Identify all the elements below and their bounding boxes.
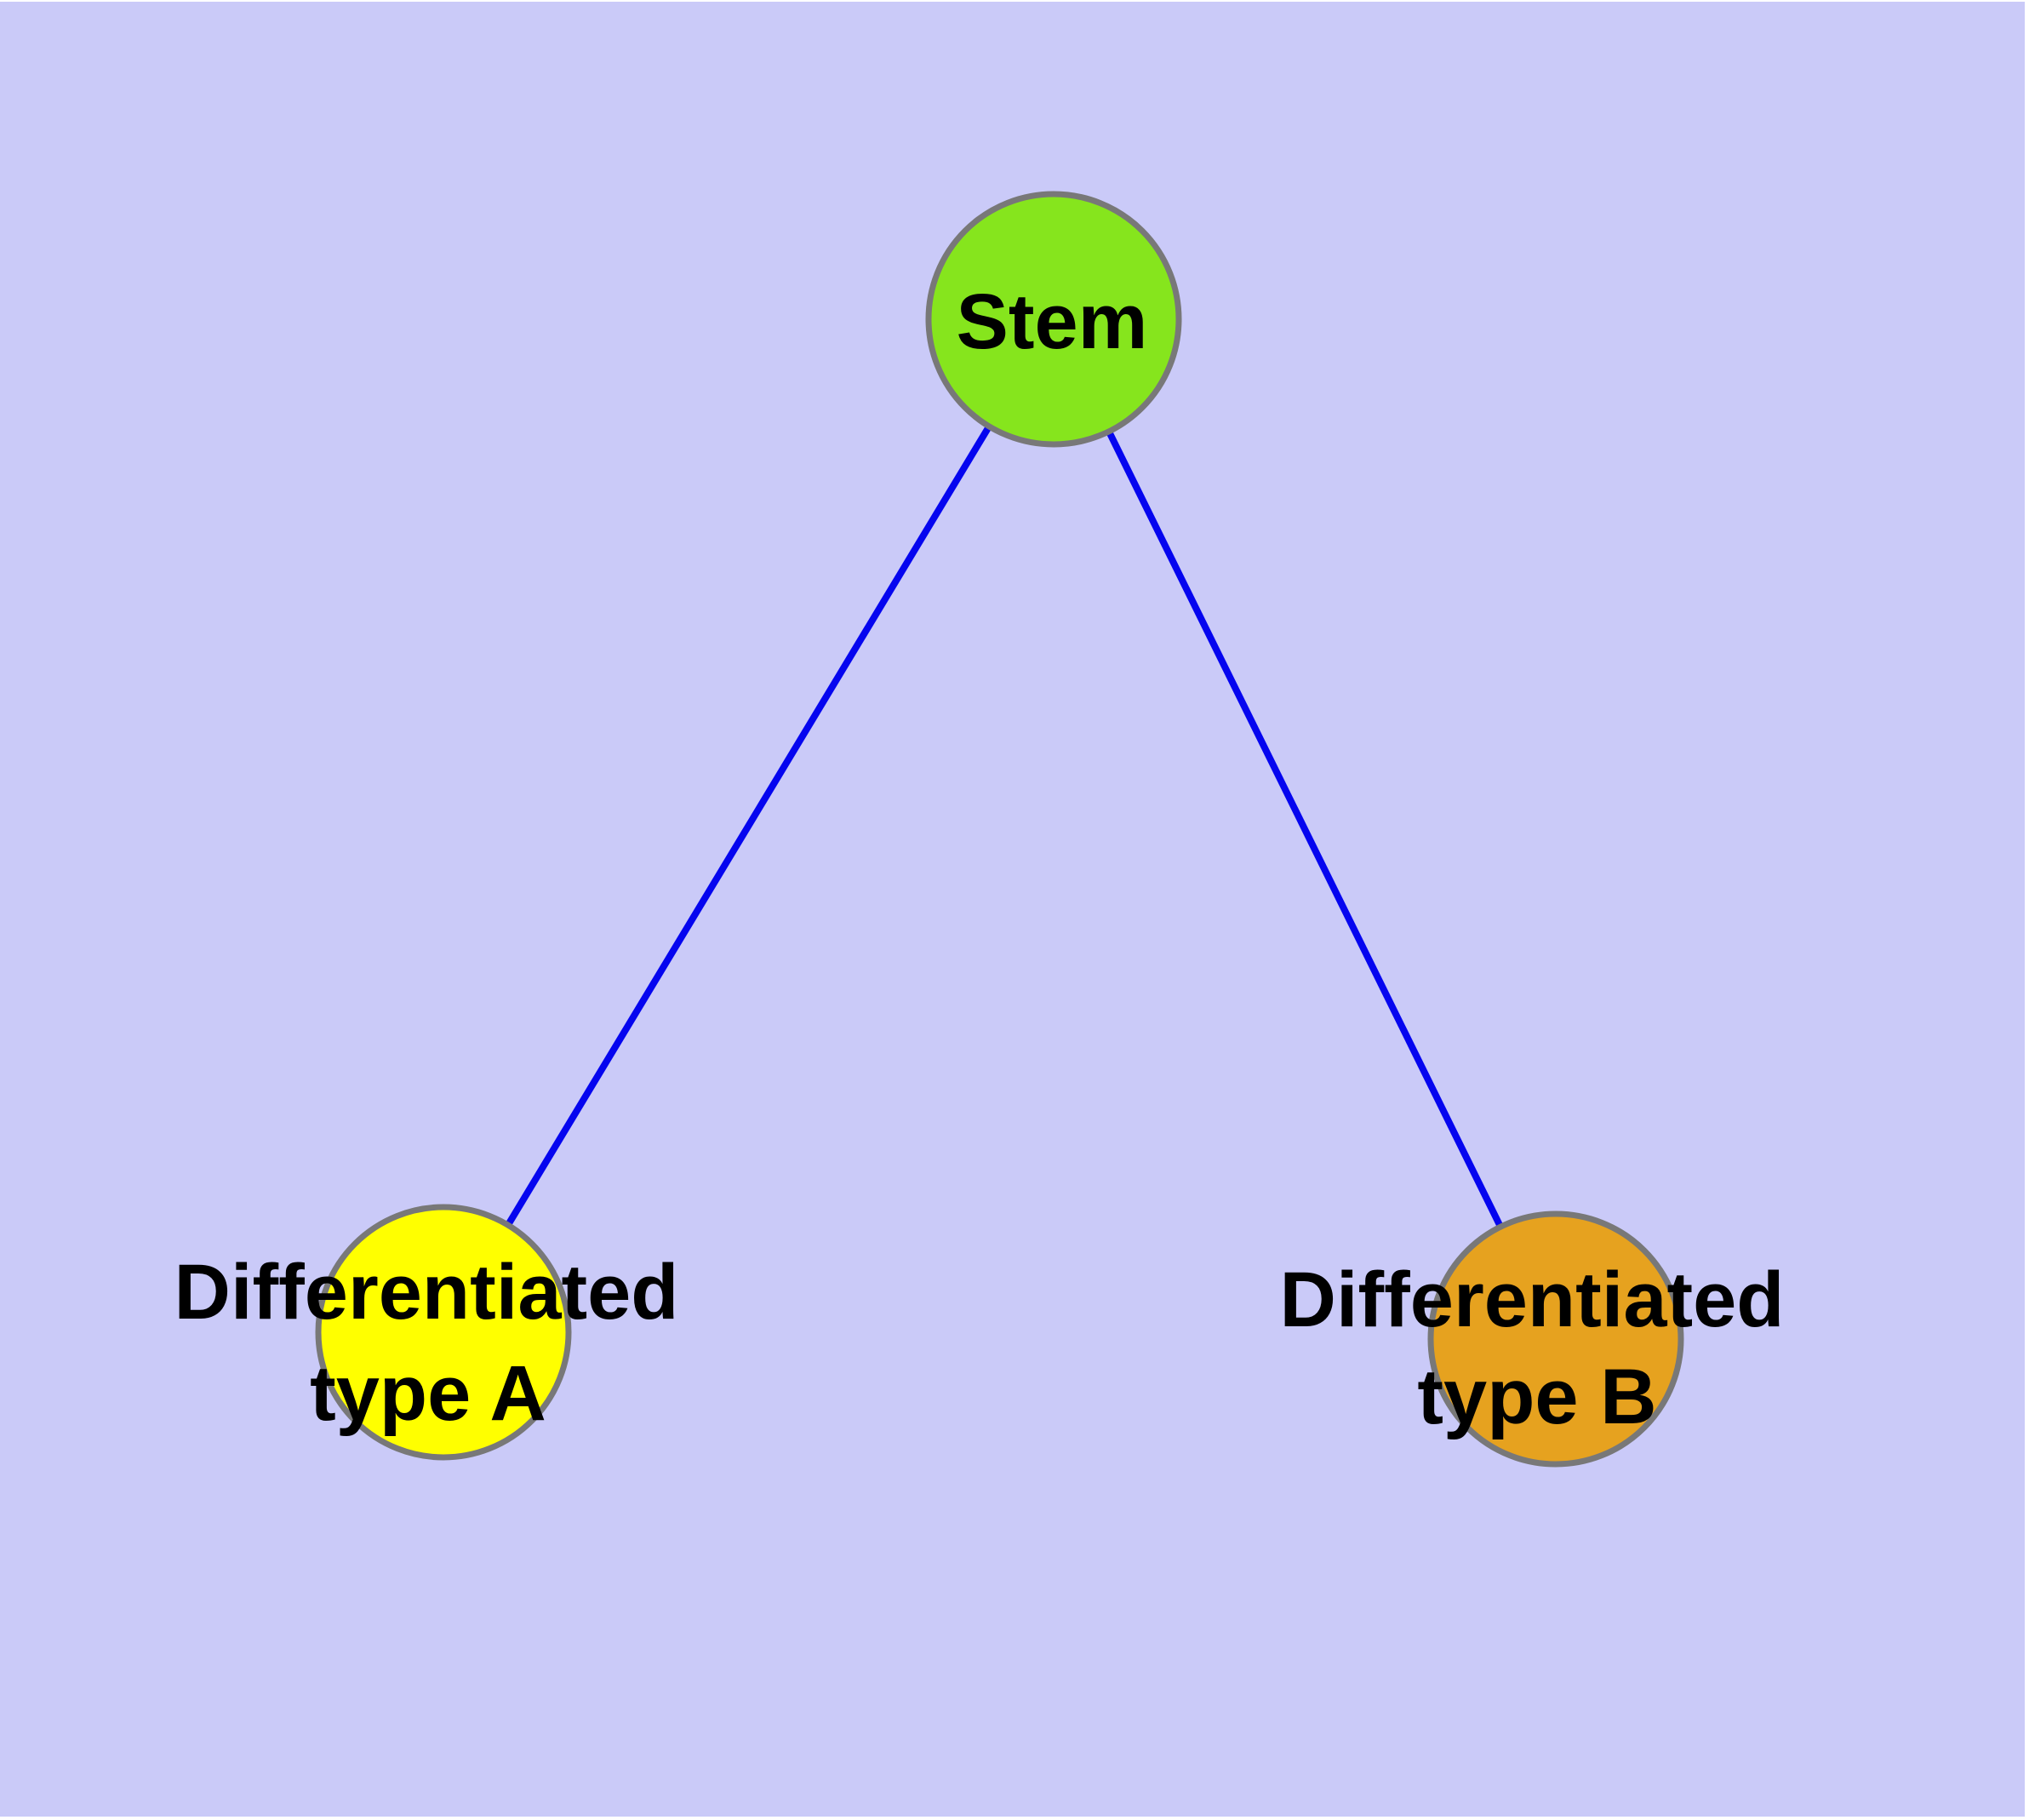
node-differentiated-type-a [315,1204,572,1461]
node-type-a-label-line2: type A [310,1350,546,1437]
node-stem-label: Stem [957,278,1148,365]
node-type-b-label-line2: type B [1417,1354,1656,1440]
edge-stem-to-type-a [440,317,1057,1335]
node-stem [925,191,1182,448]
node-differentiated-type-b [1427,1210,1684,1468]
node-type-b-label-line1: Differentiated [1280,1256,1785,1343]
edge-stem-to-type-b [1050,318,1559,1341]
node-type-a-label-line1: Differentiated [174,1249,679,1336]
